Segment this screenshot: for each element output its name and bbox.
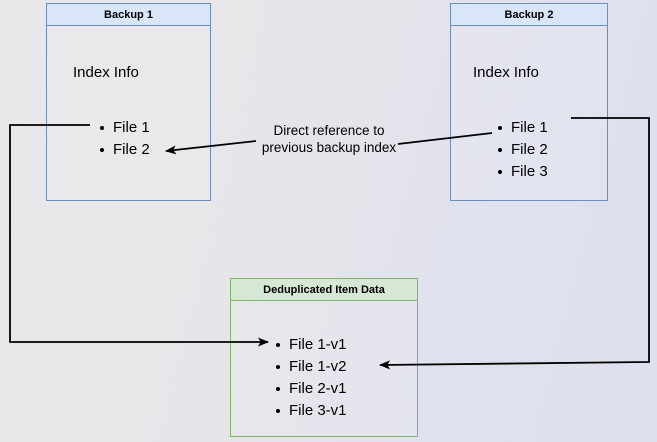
deduplicated-item-data-body: File 1-v1 File 1-v2 File 2-v1 File 3-v1 <box>231 301 417 436</box>
list-item: File 2-v1 <box>273 378 347 400</box>
list-item: File 1-v2 <box>273 356 347 378</box>
annotation-line-1: Direct reference to <box>273 123 385 138</box>
list-item: File 1 <box>97 117 150 139</box>
backup-2-index-info-label: Index Info <box>473 64 539 81</box>
deduplicated-item-data-box: Deduplicated Item Data File 1-v1 File 1-… <box>230 278 418 437</box>
direct-reference-annotation: Direct reference to previous backup inde… <box>255 122 403 156</box>
list-item: File 2 <box>97 139 150 161</box>
list-item: File 2 <box>495 139 548 161</box>
list-item: File 1-v1 <box>273 334 347 356</box>
backup-2-body: Index Info File 1 File 2 File 3 <box>451 26 607 200</box>
backup-1-index-info-label: Index Info <box>73 64 139 81</box>
deduplicated-item-data-title: Deduplicated Item Data <box>231 279 417 301</box>
list-item: File 3 <box>495 161 548 183</box>
backup-1-box: Backup 1 Index Info File 1 File 2 <box>46 3 211 201</box>
backup-2-box: Backup 2 Index Info File 1 File 2 File 3 <box>450 3 608 201</box>
backup-1-title: Backup 1 <box>47 4 210 26</box>
list-item: File 1 <box>495 117 548 139</box>
backup-2-title: Backup 2 <box>451 4 607 26</box>
backup-1-file-list: File 1 File 2 <box>97 117 150 161</box>
backup-2-file-list: File 1 File 2 File 3 <box>495 117 548 183</box>
backup-1-body: Index Info File 1 File 2 <box>47 26 210 200</box>
dedup-file-list: File 1-v1 File 1-v2 File 2-v1 File 3-v1 <box>273 334 347 422</box>
annotation-line-2: previous backup index <box>261 140 397 155</box>
list-item: File 3-v1 <box>273 400 347 422</box>
